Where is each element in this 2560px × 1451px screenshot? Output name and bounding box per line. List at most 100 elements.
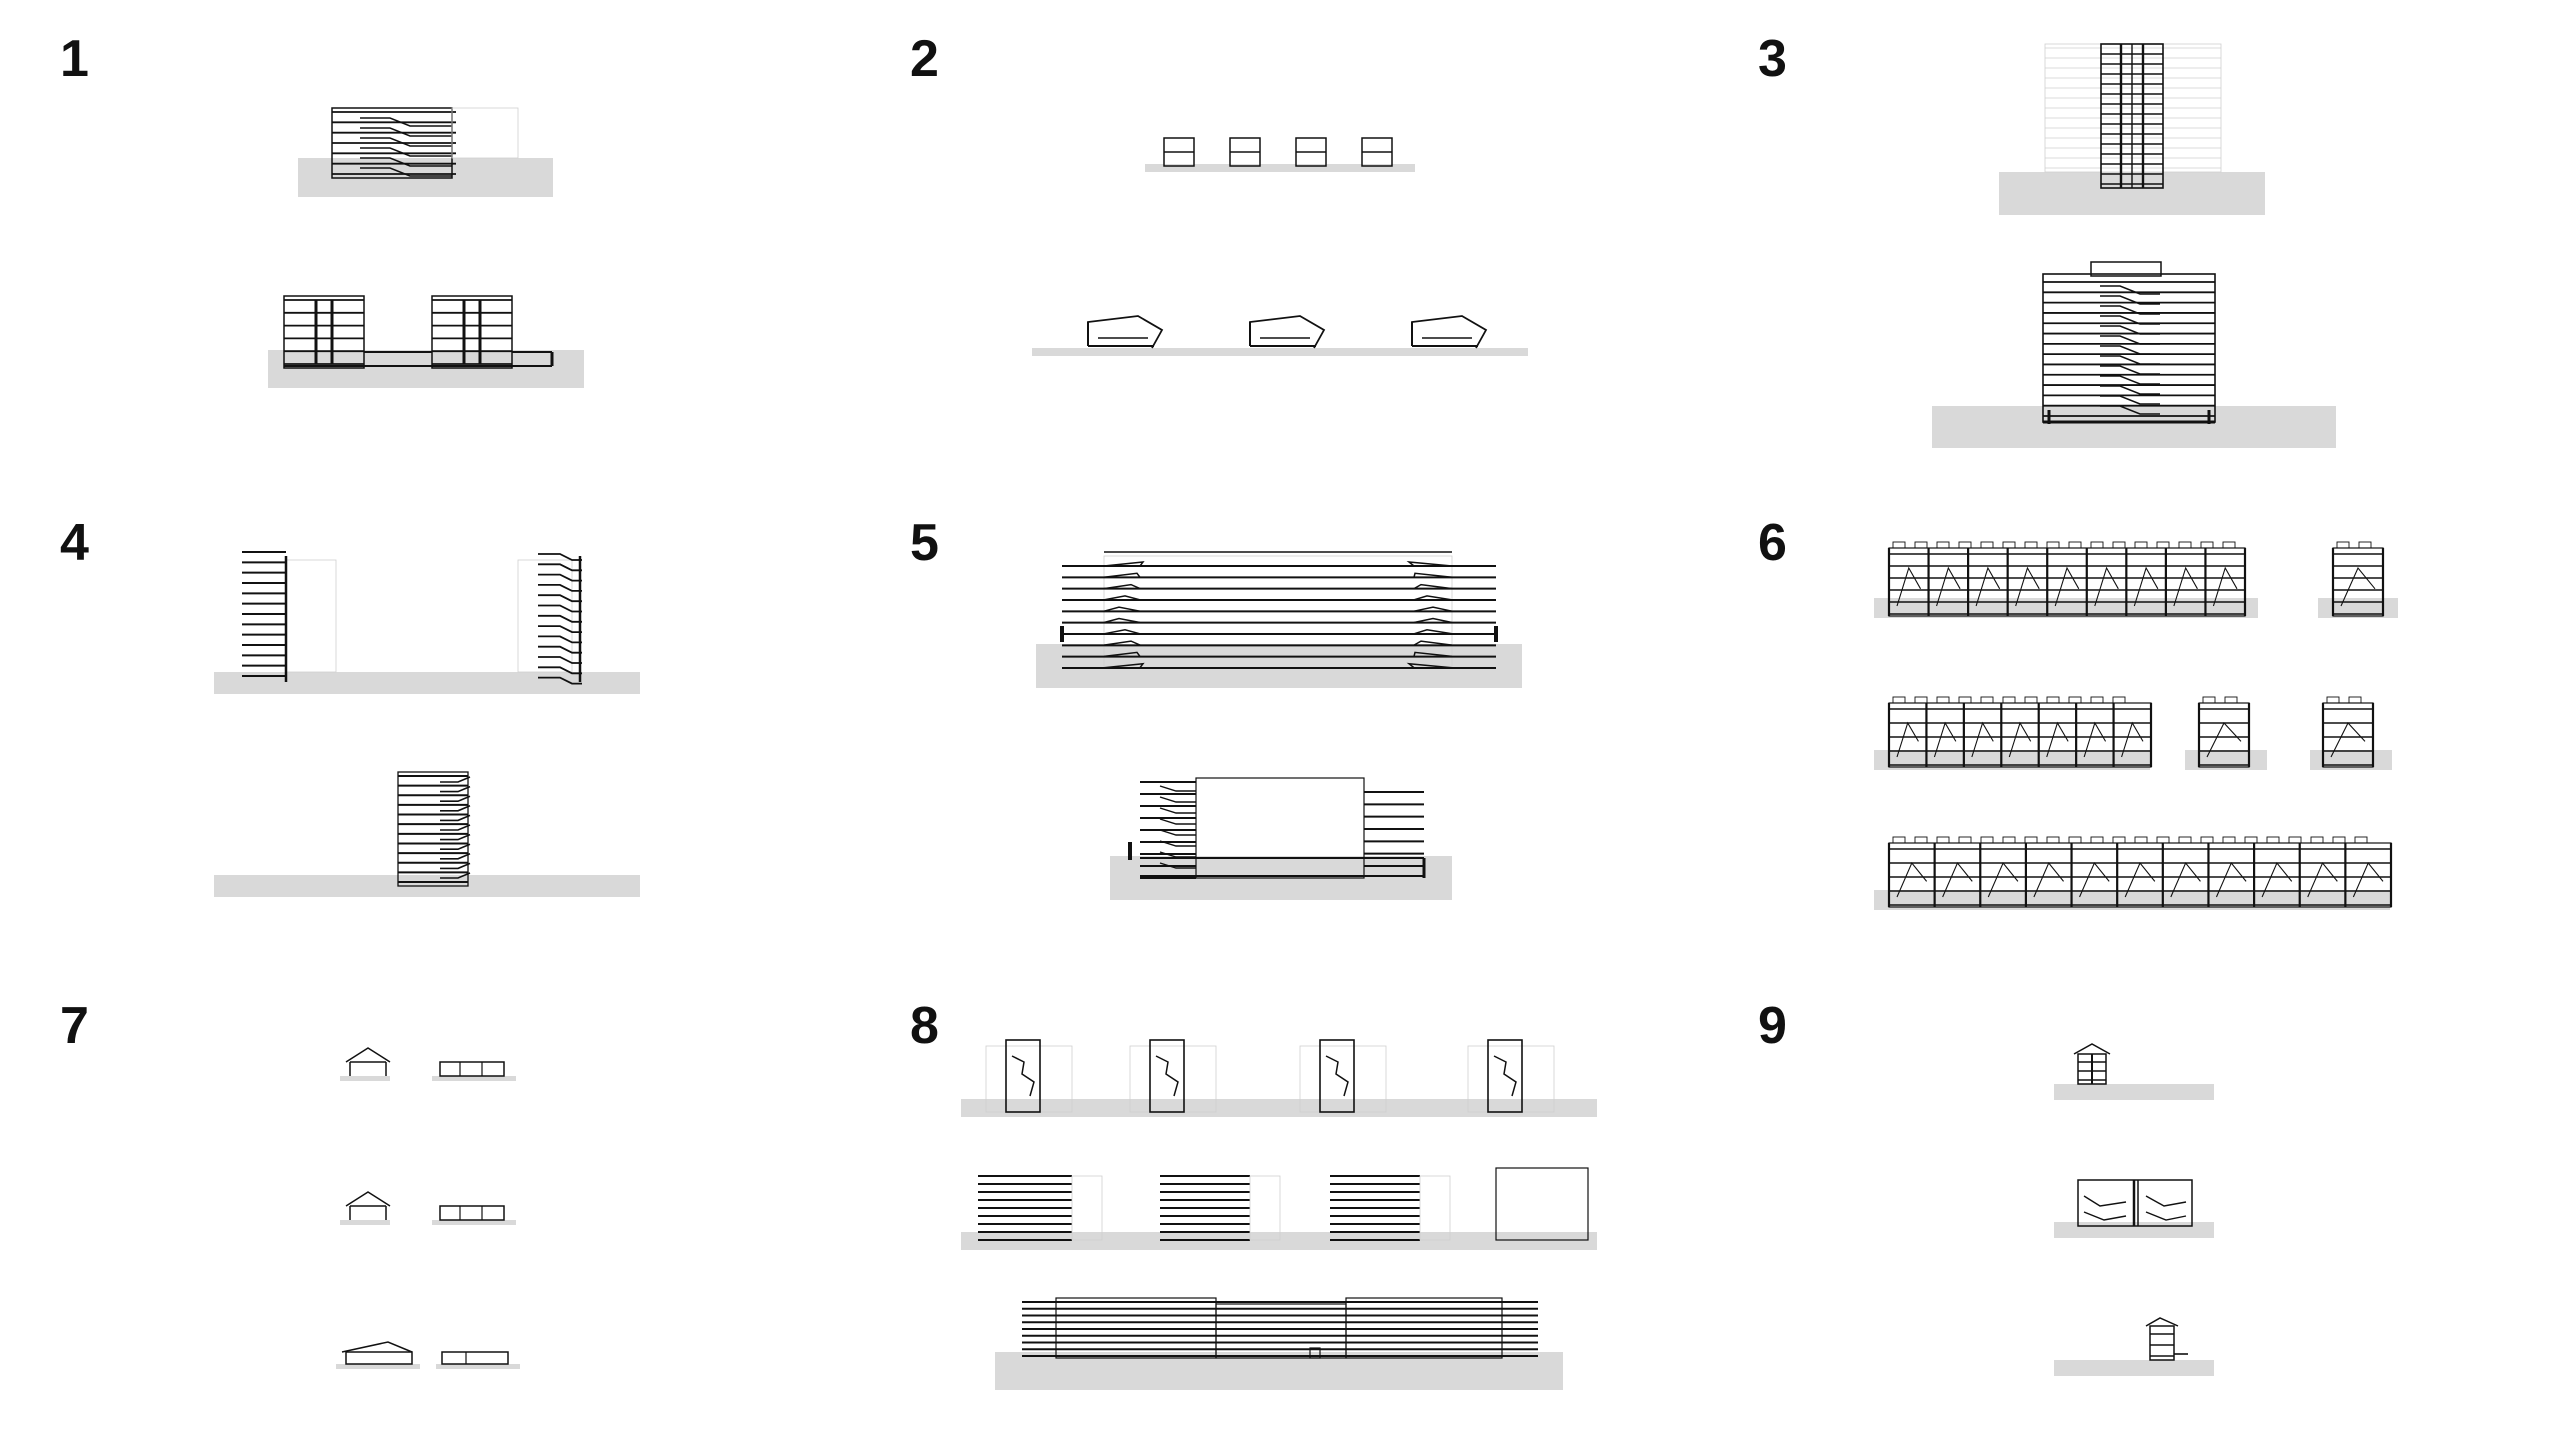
roof-unit bbox=[2068, 836, 2082, 844]
roof-unit bbox=[1936, 541, 1950, 549]
roof-unit bbox=[2310, 836, 2324, 844]
ground-slab bbox=[340, 1076, 390, 1081]
stair-line bbox=[1103, 617, 1141, 624]
roof-unit bbox=[1958, 696, 1972, 704]
ground-slab bbox=[1874, 598, 2258, 618]
roof-unit bbox=[2156, 836, 2170, 844]
stair-line bbox=[2015, 566, 2040, 607]
stair-line bbox=[1325, 1055, 1349, 1097]
stair-line bbox=[1159, 807, 1196, 814]
roof-unit bbox=[2134, 541, 2148, 549]
panel-number-9: 9 bbox=[1758, 997, 1787, 1055]
roof-unit bbox=[2090, 836, 2104, 844]
ground-slab bbox=[1145, 164, 1415, 172]
roof-unit bbox=[2244, 836, 2258, 844]
stair-line bbox=[1413, 629, 1453, 635]
stair-line bbox=[1975, 566, 2001, 607]
stair-line bbox=[2261, 861, 2293, 898]
roof-unit bbox=[2222, 541, 2236, 549]
stair-line bbox=[2124, 861, 2156, 898]
stair-line bbox=[440, 785, 471, 793]
panel-number-5: 5 bbox=[910, 514, 939, 572]
stair-line bbox=[538, 645, 582, 654]
stair-line bbox=[1413, 606, 1453, 612]
roof-unit bbox=[2112, 541, 2126, 549]
panel-2-sections bbox=[1032, 137, 1528, 356]
roof-unit bbox=[2200, 541, 2214, 549]
stair-line bbox=[2094, 566, 2119, 607]
stair-line bbox=[538, 676, 582, 685]
stair-line bbox=[2083, 721, 2107, 758]
stair-line bbox=[538, 656, 582, 664]
tower-outline bbox=[2149, 1325, 2175, 1361]
ground-slab bbox=[1032, 348, 1528, 356]
panel-number-8: 8 bbox=[910, 997, 939, 1055]
roof-line bbox=[2073, 1043, 2111, 1055]
pavilion-roof bbox=[1087, 315, 1164, 349]
stair-line bbox=[2206, 722, 2242, 758]
panel-number-2: 2 bbox=[910, 30, 939, 88]
roof-unit bbox=[1936, 696, 1950, 704]
stair-line bbox=[440, 862, 471, 870]
stair-line bbox=[360, 127, 452, 137]
ground-slab bbox=[432, 1220, 516, 1225]
roof-unit bbox=[2024, 541, 2038, 549]
stair-line bbox=[1103, 651, 1141, 658]
stair-line bbox=[2083, 1211, 2127, 1221]
roof-unit bbox=[2002, 696, 2016, 704]
stair-line bbox=[2330, 722, 2366, 758]
stair-line bbox=[1103, 662, 1145, 669]
ground-slab bbox=[268, 350, 584, 388]
stair-line bbox=[440, 814, 471, 822]
stair-line bbox=[440, 853, 471, 860]
slab-outline bbox=[1495, 1167, 1589, 1241]
panel-1-sections bbox=[268, 107, 584, 388]
roof-unit bbox=[1980, 696, 1994, 704]
panel-9-sections bbox=[2054, 1043, 2214, 1376]
roof-unit bbox=[2068, 541, 2082, 549]
stair-line bbox=[1896, 861, 1928, 898]
pavilion-outline bbox=[345, 1351, 413, 1365]
building-outline bbox=[431, 295, 513, 369]
stair-line bbox=[360, 167, 452, 177]
stair-line bbox=[1413, 583, 1453, 590]
roof-unit bbox=[2200, 836, 2214, 844]
stair-line bbox=[1413, 651, 1453, 658]
panel-7-sections bbox=[336, 1047, 520, 1369]
roof-unit bbox=[1958, 541, 1972, 549]
stair-line bbox=[1103, 629, 1141, 635]
pavilion-roof bbox=[1249, 315, 1326, 349]
building-outline bbox=[283, 295, 365, 369]
ground-slab bbox=[340, 1220, 390, 1225]
stair-line bbox=[2215, 861, 2247, 898]
ghost-outline bbox=[517, 559, 573, 673]
roof-unit bbox=[1958, 836, 1972, 844]
stair-line bbox=[2121, 721, 2144, 758]
ghost-outline bbox=[1419, 1175, 1451, 1241]
roof-unit bbox=[2002, 541, 2016, 549]
stair-line bbox=[1406, 662, 1453, 669]
roof-unit bbox=[2224, 696, 2238, 704]
stair-line bbox=[1103, 561, 1145, 567]
roof-unit bbox=[2178, 836, 2192, 844]
roof-unit bbox=[2024, 836, 2038, 844]
roof-unit bbox=[2178, 541, 2192, 549]
roof-unit bbox=[2156, 541, 2170, 549]
stair-line bbox=[2033, 861, 2064, 898]
stair-line bbox=[2100, 285, 2160, 295]
ghost-outline bbox=[1249, 1175, 1281, 1241]
roof-unit bbox=[2348, 696, 2362, 704]
panel-8-sections bbox=[961, 1039, 1597, 1390]
stair-line bbox=[2079, 861, 2110, 898]
stair-line bbox=[1413, 572, 1453, 579]
ground-slab bbox=[336, 1364, 420, 1369]
stair-line bbox=[360, 147, 452, 157]
stair-line bbox=[538, 614, 582, 623]
stair-line bbox=[2307, 861, 2338, 898]
stair-line bbox=[1103, 595, 1141, 601]
roof-unit bbox=[2090, 696, 2104, 704]
stair-line bbox=[2100, 385, 2160, 395]
stair-core bbox=[1319, 1039, 1355, 1113]
ghost-outline bbox=[451, 107, 519, 159]
